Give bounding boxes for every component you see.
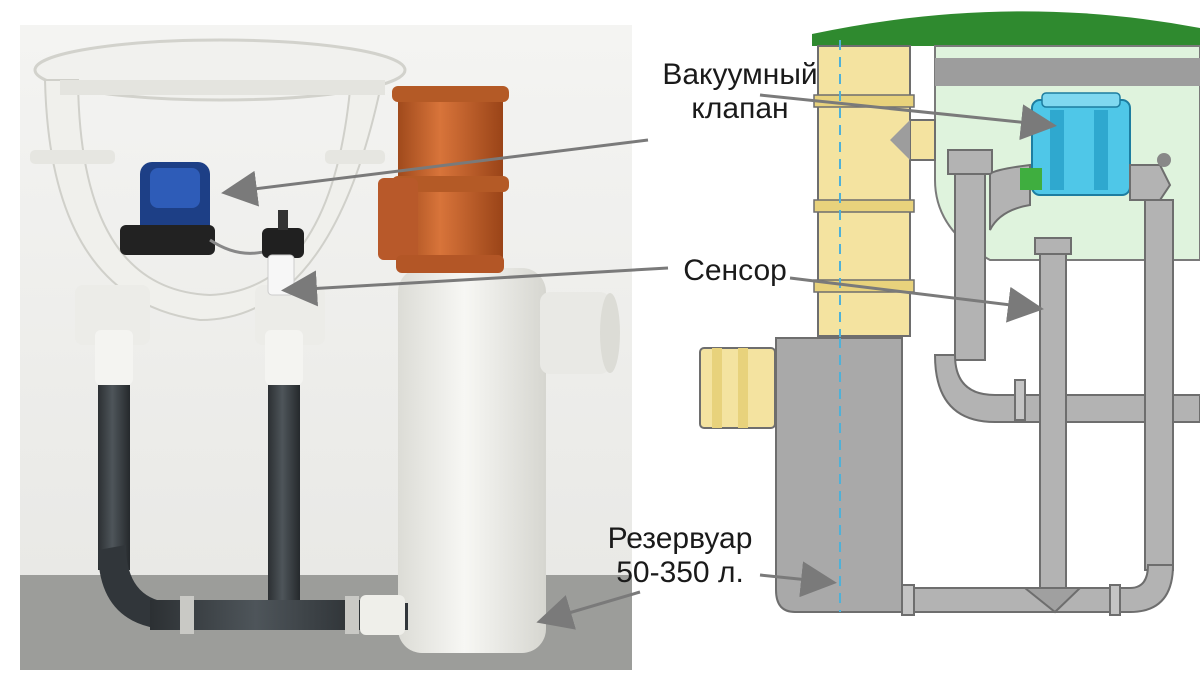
vacuum-valve-label-line2: клапан xyxy=(691,92,789,125)
vacuum-valve-label: Вакуумный клапан xyxy=(640,58,840,126)
vacuum-valve-photo xyxy=(120,162,271,255)
white-tank xyxy=(398,268,620,653)
product-photo xyxy=(20,25,632,670)
gray-pipes xyxy=(901,149,1200,616)
green-lid xyxy=(812,11,1200,46)
tank-label: Резервуар 50-350 л. xyxy=(590,522,770,590)
tank-label-line2: 50-350 л. xyxy=(616,556,744,589)
dark-pipework xyxy=(98,385,408,635)
vacuum-valve-label-line1: Вакуумный xyxy=(662,58,818,91)
collector-bowl xyxy=(30,38,407,385)
tank-label-line1: Резервуар xyxy=(607,522,753,555)
sensor-label: Сенсор xyxy=(683,254,787,287)
gray-tank xyxy=(775,337,903,613)
